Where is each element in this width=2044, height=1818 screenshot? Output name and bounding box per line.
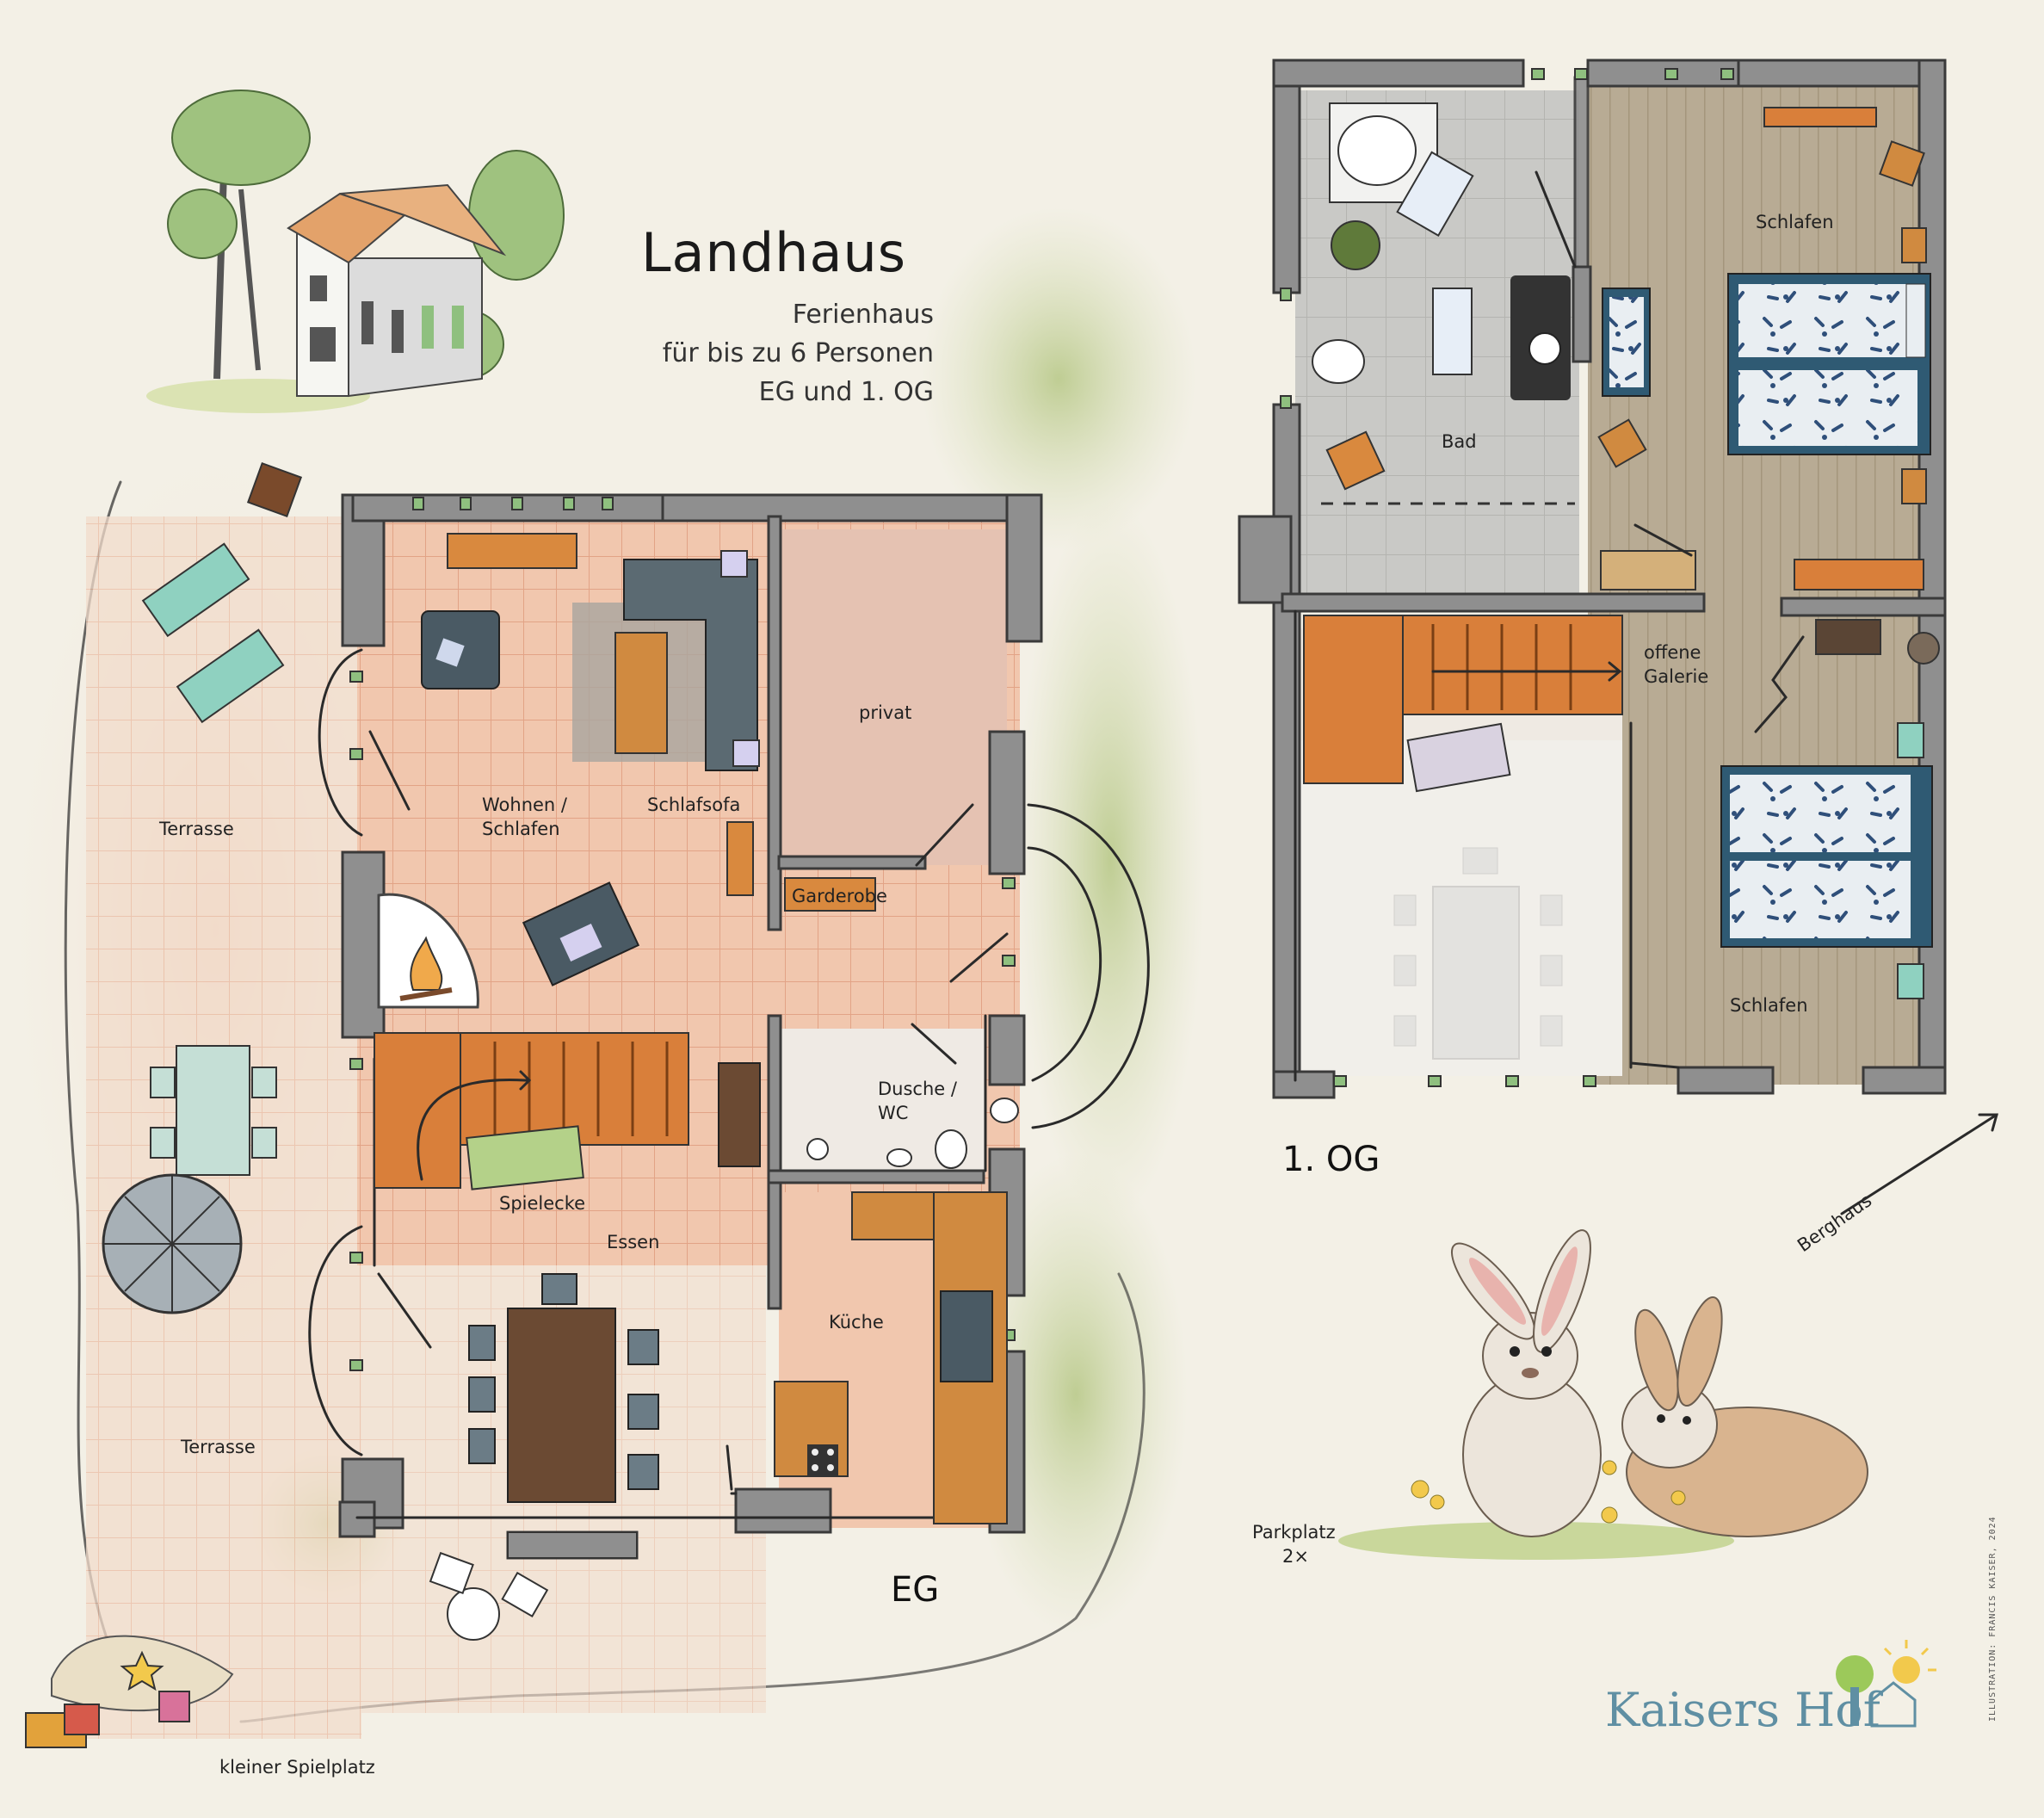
- sun-icon: [1883, 1640, 1936, 1684]
- label-wohnen-1: Wohnen /: [482, 795, 568, 815]
- ground-floor-plan: [25, 461, 1150, 1748]
- label-schlafen-bottom: Schlafen: [1730, 995, 1808, 1016]
- label-parkplatz-1: Parkplatz: [1252, 1522, 1336, 1543]
- label-bad: Bad: [1442, 431, 1477, 452]
- house-illustration-icon: [146, 90, 565, 413]
- subtitle-line-2: für bis zu 6 Personen: [663, 338, 934, 368]
- label-schlafsofa: Schlafsofa: [647, 795, 740, 815]
- label-galerie-2: Galerie: [1644, 666, 1708, 687]
- label-galerie-1: offene: [1644, 642, 1701, 663]
- toilet-icon: [935, 1129, 967, 1169]
- illustration-credit: ILLUSTRATION: FRANCIS KAISER, 2024: [1988, 1516, 1998, 1722]
- subtitle-line-1: Ferienhaus: [793, 300, 934, 330]
- upper-floor-plan: [1238, 59, 1947, 1099]
- label-parkplatz-2: 2×: [1282, 1546, 1309, 1567]
- label-terrasse-bottom: Terrasse: [180, 1437, 256, 1457]
- tree-icon: [1836, 1655, 1874, 1726]
- subtitle-line-3: EG und 1. OG: [759, 377, 934, 407]
- label-garderobe: Garderobe: [792, 886, 887, 906]
- label-dusche-1: Dusche /: [878, 1079, 958, 1099]
- label-floor-og: 1. OG: [1282, 1140, 1380, 1179]
- label-floor-eg: EG: [891, 1570, 939, 1610]
- label-essen: Essen: [607, 1232, 659, 1252]
- stove-icon: [807, 1444, 838, 1475]
- sink-icon: [886, 1098, 1019, 1167]
- fireplace-icon: [377, 893, 479, 1009]
- brand-name: Kaisers Hof: [1605, 1683, 1884, 1737]
- parasol-icon: [102, 1173, 243, 1314]
- label-dusche-2: WC: [878, 1103, 908, 1123]
- label-kueche: Küche: [829, 1312, 884, 1333]
- sandbox-icon: [25, 1635, 234, 1748]
- label-wohnen-2: Schlafen: [482, 819, 560, 839]
- label-terrasse-top: Terrasse: [158, 819, 234, 839]
- label-privat: privat: [859, 702, 911, 723]
- label-schlafen-top: Schlafen: [1756, 212, 1834, 232]
- bunny-icon: [1338, 1229, 1868, 1560]
- label-spielecke: Spielecke: [499, 1193, 585, 1214]
- label-spielplatz: kleiner Spielplatz: [219, 1757, 375, 1778]
- page-title: Landhaus: [641, 221, 906, 284]
